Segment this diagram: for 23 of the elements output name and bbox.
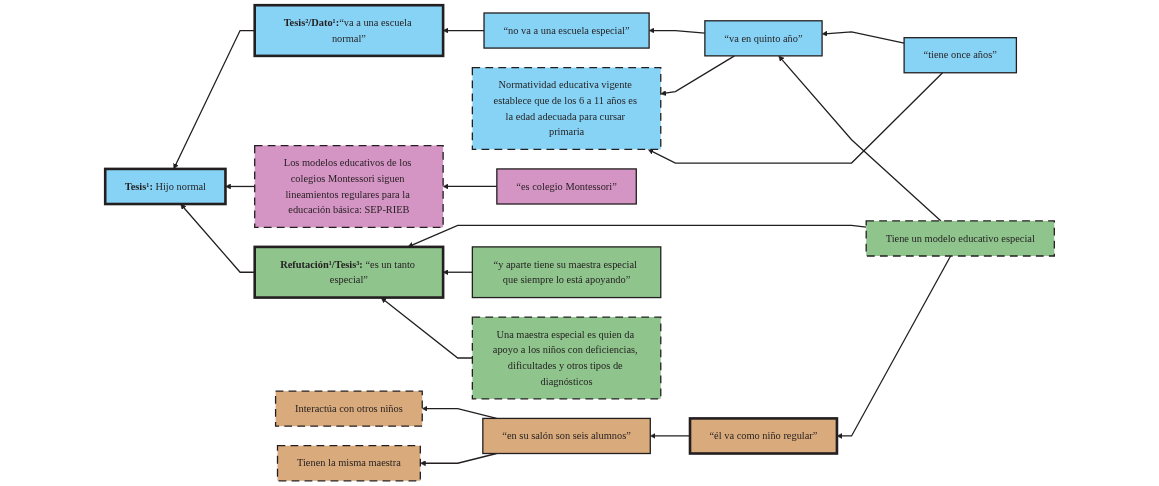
arrow [836,255,951,439]
node-box: “y aparte tiene su maestra especial que siempre lo está apoyando” [471,246,662,299]
node-box: “tiene once años” [903,37,1017,74]
node-box: “es colegio Montessori” [495,168,637,205]
node-box: Tesis²/Dato¹:“va a una escuela normal” [253,3,445,58]
node-box: “él va como niño regular” [688,417,838,455]
node-box: Tienen la misma maestra [276,445,421,482]
node-box: Normatividad educativa vigente establece que de los 6 a 11 años es la edad adecuada para cursar primaria [471,66,662,151]
arrow [442,269,473,276]
arrow [380,297,473,359]
arrow [421,405,497,420]
node-box: “en su salón son seis alumnos” [481,417,651,455]
arrow [778,55,942,222]
node-box: Una maestra especial es quien da apoyo a los niños con deficiencias, dificultades y otros tipos de diagnósticos [471,316,662,400]
node-box: Los modelos educativos de los colegios Montessori siguen lineamientos regulares para la educación básica: SEP-RIEB [253,144,444,229]
arrow [660,55,735,96]
node-box: “no va a una escuela especial” [483,12,650,49]
arrow [647,72,943,164]
node-box: Refutación¹/Tesis³: “es un tanto especial” [253,245,445,299]
node-box: Tesis¹: Hijo normal [103,167,227,206]
node-box: Tiene un modelo educativo especial [865,220,1055,257]
node-box: “va en quinto año” [703,20,823,57]
node-box: Interactúa con otros niños [274,390,423,427]
